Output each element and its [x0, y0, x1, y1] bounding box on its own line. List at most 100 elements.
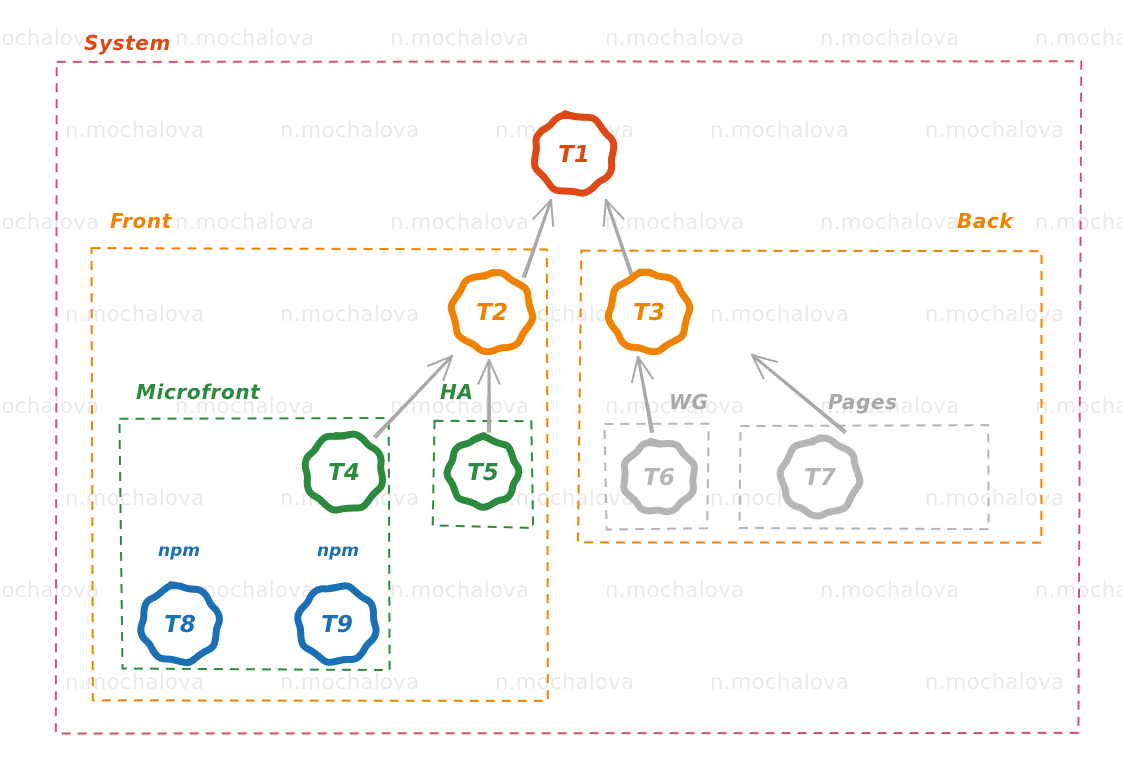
watermark-text: n.mochalova: [710, 670, 849, 694]
node-label: T7: [804, 465, 836, 491]
edge-shaft: [637, 355, 655, 433]
watermark-text: n.mochalova: [390, 210, 529, 234]
edge-arrowhead: [751, 354, 779, 363]
watermark-text: n.mochalova: [820, 394, 959, 418]
edge-t2-to-t1: [521, 198, 555, 279]
watermark-text: n.mochalova: [175, 210, 314, 234]
edge-shaft: [488, 359, 492, 433]
edge-shaft: [524, 199, 553, 279]
edge-t5-to-t2: [477, 359, 501, 433]
watermark-text: n.mochalova: [0, 394, 99, 418]
node-ring: [443, 432, 523, 511]
watermark-text: n.mochalova: [65, 670, 204, 694]
watermark-text: n.mochalova: [390, 26, 529, 50]
watermark-text: n.mochalova: [605, 210, 744, 234]
watermark-text: n.mochalova: [495, 670, 634, 694]
watermark-text: n.mochalova: [65, 118, 204, 142]
edge-arrowhead: [602, 199, 607, 227]
edge-arrowhead: [550, 199, 555, 227]
node-t7[interactable]: T7: [776, 434, 864, 520]
group-box-system: [54, 60, 1083, 735]
watermark-text: n.mochalova: [925, 670, 1064, 694]
watermark-text: n.mochalova: [175, 26, 314, 50]
group-label-system: System: [84, 31, 171, 55]
node-label: T8: [164, 612, 196, 638]
edge-arrowhead: [637, 356, 654, 380]
edge-t7-to-t3: [750, 353, 847, 434]
node-ring: [137, 581, 223, 667]
node-label: T5: [467, 460, 499, 486]
group-box-pages: [738, 424, 990, 531]
edge-arrowhead: [477, 359, 490, 385]
watermark-text: n.mochalova: [605, 578, 744, 602]
watermark-text: n.mochalova: [605, 26, 744, 50]
watermark-text: n.mochalova: [710, 302, 849, 326]
edge-arrowhead: [488, 359, 501, 385]
watermark-text: n.mochalova: [925, 118, 1064, 142]
node-label: T3: [633, 300, 665, 326]
watermark-text: n.mochalova: [280, 670, 419, 694]
edge-arrowhead: [426, 355, 453, 367]
watermark-text: n.mochalova: [925, 486, 1064, 510]
node-ring: [301, 430, 386, 514]
node-label: T2: [476, 300, 508, 326]
group-label-wg: WG: [669, 390, 709, 414]
node-label: T4: [328, 460, 360, 486]
node-t5[interactable]: T5: [443, 432, 523, 511]
group-box-microfront: [118, 417, 391, 672]
node-t2[interactable]: T2: [447, 268, 537, 356]
edge-shaft: [374, 355, 454, 439]
node-t1[interactable]: T1: [530, 110, 618, 197]
group-box-ha: [431, 419, 535, 529]
edge-arrowhead: [630, 356, 639, 384]
group-label-pages: Pages: [828, 390, 898, 414]
watermark-text: n.mochalova: [1035, 26, 1122, 50]
group-label-front: Front: [110, 209, 173, 233]
node-t9[interactable]: T9: [294, 582, 380, 666]
watermark-text: n.mochalova: [0, 210, 99, 234]
watermark-text: n.mochalova: [175, 394, 314, 418]
watermark-text: n.mochalova: [0, 578, 99, 602]
node-ring: [294, 582, 380, 666]
group-label-ha: HA: [440, 380, 473, 404]
node-ring: [776, 434, 864, 520]
watermark-text: n.mochalova: [1035, 210, 1122, 234]
node-ring: [620, 437, 698, 516]
watermark-text: n.mochalova: [390, 578, 529, 602]
node-t4[interactable]: T4: [301, 430, 386, 514]
watermark-text: n.mochalova: [280, 302, 419, 326]
group-label-microfront: Microfront: [136, 380, 261, 404]
edge-t3-to-t1: [602, 198, 635, 278]
edge-shaft: [486, 359, 490, 433]
node-t3[interactable]: T3: [604, 268, 694, 356]
node-label: T6: [643, 465, 675, 491]
group-label-back: Back: [957, 209, 1014, 233]
watermark-layer: n.mochalova n.mochalova n.mochalova n.mocha…: [0, 26, 1122, 694]
edges-layer: [373, 198, 847, 439]
node-label: T9: [321, 612, 353, 638]
node-t8[interactable]: T8: [137, 581, 223, 667]
watermark-text: n.mochalova: [65, 302, 204, 326]
watermark-text: n.mochalova: [925, 302, 1064, 326]
edge-arrowhead: [532, 199, 552, 220]
edge-t4-to-t2: [373, 354, 454, 439]
node-annotation-npm-t8: npm: [158, 541, 200, 561]
watermark-text: n.mochalova: [280, 118, 419, 142]
node-ring: [604, 268, 694, 356]
group-box-back: [576, 249, 1043, 544]
edge-shaft: [605, 198, 635, 277]
node-ring: [447, 268, 537, 356]
watermark-text: n.mochalova: [1035, 394, 1122, 418]
watermark-text: n.mochalova: [710, 118, 849, 142]
node-t6[interactable]: T6: [620, 437, 698, 516]
watermark-text: n.mochalova: [820, 578, 959, 602]
edge-t6-to-t3: [630, 355, 655, 434]
watermark-text: n.mochalova: [0, 26, 99, 50]
edge-arrowhead: [605, 199, 625, 221]
watermark-text: n.mochalova: [820, 210, 959, 234]
